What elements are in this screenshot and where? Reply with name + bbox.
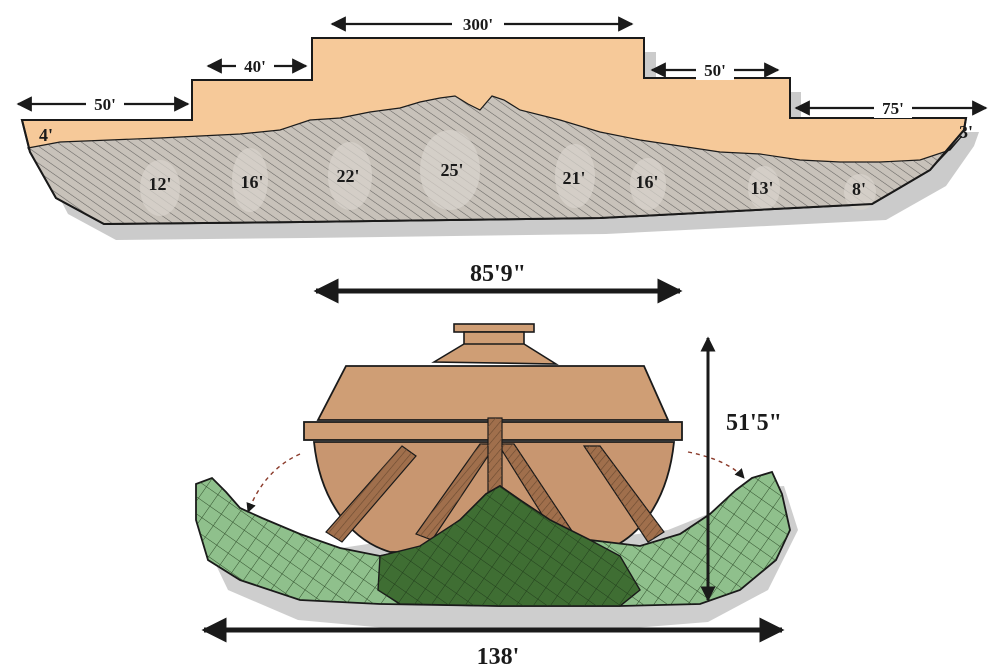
cross-section: 85'9"	[195, 261, 798, 670]
depth-zones	[140, 130, 876, 216]
hull-outline	[20, 37, 968, 226]
boat-roof	[431, 343, 559, 365]
depth-label: 25'	[440, 160, 463, 180]
length-label-bgs	[86, 14, 912, 118]
depth-label: 16'	[635, 172, 658, 192]
depth-label: 21'	[562, 168, 585, 188]
terrain	[195, 470, 791, 607]
depth-label: 4'	[39, 125, 53, 145]
depth-label: 13'	[750, 178, 773, 198]
depth-label: 16'	[240, 172, 263, 192]
depth-label: 12'	[148, 174, 171, 194]
boat-braces	[325, 417, 665, 569]
boat-cap	[453, 323, 535, 333]
height-label: 51'5"	[726, 410, 782, 436]
length-label: 40'	[244, 57, 266, 76]
bottom-width-label: 138'	[477, 644, 520, 670]
side-profile: 50' 40' 300' 50' 75' 4' 12' 16' 22' 25' …	[16, 14, 988, 240]
length-label: 50'	[94, 95, 116, 114]
length-label: 300'	[463, 15, 493, 34]
boat	[303, 323, 683, 569]
depth-label: 22'	[336, 166, 359, 186]
depth-label: 8'	[852, 179, 866, 199]
boat-upper-hull	[316, 365, 670, 421]
length-label: 50'	[704, 61, 726, 80]
length-labels: 50' 40' 300' 50' 75'	[94, 15, 904, 118]
depth-label: 3'	[959, 122, 973, 142]
swing-arc-right	[687, 451, 745, 479]
depth-labels: 4' 12' 16' 22' 25' 21' 16' 13' 8' 3'	[39, 122, 973, 199]
top-width-label: 85'9"	[470, 261, 526, 287]
swing-arc-left	[246, 453, 301, 513]
length-label: 75'	[882, 99, 904, 118]
